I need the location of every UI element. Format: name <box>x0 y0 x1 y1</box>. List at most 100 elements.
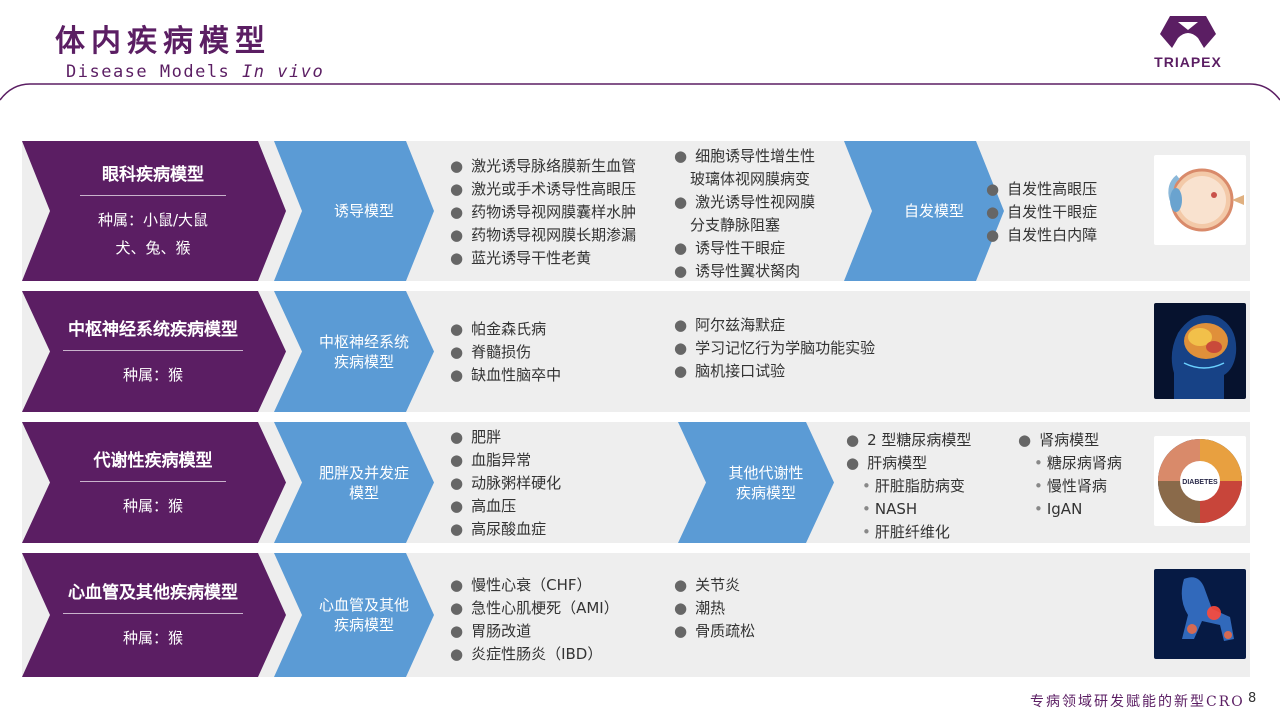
list-subitem: •NASH <box>862 500 918 518</box>
model-label-line: 肥胖及并发症 <box>318 463 409 482</box>
list-item: ●动脉粥样硬化 <box>450 474 562 492</box>
model-list: ●慢性心衰（CHF） ●急性心肌梗死（AMI） ●胃肠改道 ●炎症性肠炎（IBD… <box>450 574 619 666</box>
model-label: 中枢神经系统 疾病模型 <box>294 291 434 412</box>
model-label-line: 模型 <box>348 483 379 502</box>
model-label-line: 中枢神经系统 <box>318 332 409 351</box>
list-item: ●关节炎 <box>674 576 741 594</box>
model-label: 自发模型 <box>903 202 964 220</box>
list-item: ●细胞诱导性增生性 <box>674 147 816 165</box>
model-label-line: 疾病模型 <box>333 616 394 634</box>
list-item: ●自发性干眼症 <box>986 203 1098 221</box>
list-item: ●高尿酸血症 <box>450 520 547 538</box>
model-list: ●帕金森氏病 ●脊髓损伤 ●缺血性脑卒中 <box>450 318 561 387</box>
model-chevron <box>274 141 434 281</box>
model-label: 心血管及其他 疾病模型 <box>294 553 434 677</box>
model-chevron <box>274 553 434 677</box>
list-item: ●胃肠改道 <box>450 622 532 640</box>
category-block: 心血管及其他疾病模型 种属：猴 <box>22 553 284 677</box>
category-chevron <box>22 291 286 412</box>
list-item: ●自发性白内障 <box>986 226 1098 244</box>
model-chevron <box>274 422 434 543</box>
diabetes-label: DIABETES <box>1182 479 1218 486</box>
list-subitem: •慢性肾病 <box>1034 477 1107 495</box>
model-list: ●关节炎 ●潮热 ●骨质疏松 <box>674 574 755 643</box>
list-item: 分支静脉阻塞 <box>690 216 781 234</box>
category-chevron <box>22 422 286 543</box>
row-cardiovascular: 心血管及其他疾病模型 种属：猴 心血管及其他 疾病模型 ●慢性心衰（CHF） ●… <box>22 553 1250 677</box>
eye-anatomy-image <box>1154 155 1246 245</box>
category-species: 种属：猴 <box>122 629 183 647</box>
model-chevron <box>844 141 1004 281</box>
list-item: ●激光诱导性视网膜 <box>674 193 816 211</box>
model-list: ●肥胖 ●血脂异常 ●动脉粥样硬化 ●高血压 ●高尿酸血症 <box>450 426 561 541</box>
category-title: 代谢性疾病模型 <box>80 446 226 482</box>
logo-text: TRIAPEX <box>1154 54 1222 70</box>
list-subitem: •糖尿病肾病 <box>1034 454 1122 472</box>
model-chevron <box>274 291 434 412</box>
model-label: 肥胖及并发症 模型 <box>294 422 434 543</box>
category-species: 种属：猴 <box>122 365 183 384</box>
model-label-line: 其他代谢性 <box>728 463 804 482</box>
brain-image <box>1154 303 1246 399</box>
list-item: ●诱导性翼状胬肉 <box>674 262 801 280</box>
footer-tagline: 专病领域研发赋能的新型CRO <box>1030 694 1245 710</box>
header-divider <box>0 83 1280 101</box>
list-item: ●高血压 <box>450 497 517 515</box>
model-label-line: 疾病模型 <box>333 352 394 371</box>
category-species: 种属：猴 <box>122 496 183 515</box>
model-label: 诱导模型 <box>333 202 394 220</box>
list-item: ●骨质疏松 <box>674 622 756 640</box>
list-subitem: •肝脏纤维化 <box>862 523 950 541</box>
page-title: 体内疾病模型 <box>55 24 271 59</box>
model-label: 其他代谢性 疾病模型 <box>698 422 834 543</box>
list-item: ●肝病模型 <box>846 454 928 472</box>
list-item: ●2 型糖尿病模型 <box>846 431 972 449</box>
category-block: 代谢性疾病模型 种属：猴 <box>22 422 284 543</box>
list-item: ●脑机接口试验 <box>674 362 786 380</box>
list-item: 玻璃体视网膜病变 <box>690 170 811 188</box>
page-number: 8 <box>1248 691 1257 706</box>
model-list: ●自发性高眼压 ●自发性干眼症 ●自发性白内障 <box>986 178 1097 247</box>
category-chevron <box>22 141 286 281</box>
model-chevron <box>678 422 834 543</box>
list-item: ●学习记忆行为学脑功能实验 <box>674 339 876 357</box>
category-title: 中枢神经系统疾病模型 <box>63 315 243 351</box>
list-item: ●慢性心衰（CHF） <box>450 576 592 594</box>
list-item: ●药物诱导视网膜囊样水肿 <box>450 203 637 221</box>
list-item: ●血脂异常 <box>450 451 532 469</box>
diabetes-image: DIABETES <box>1154 436 1246 526</box>
list-item: ●急性心肌梗死（AMI） <box>450 599 619 617</box>
category-title: 眼科疾病模型 <box>80 160 226 196</box>
model-label-line: 心血管及其他 <box>318 596 409 614</box>
page-subtitle: Disease Models In vivo <box>66 62 324 82</box>
list-item: ●缺血性脑卒中 <box>450 366 562 384</box>
category-title: 心血管及其他疾病模型 <box>63 578 243 614</box>
model-list: ●激光诱导脉络膜新生血管 ●激光或手术诱导性高眼压 ●药物诱导视网膜囊样水肿 ●… <box>450 155 636 270</box>
list-item: ●肾病模型 <box>1018 431 1100 449</box>
category-block: 中枢神经系统疾病模型 种属：猴 <box>22 291 284 412</box>
model-list: ●肾病模型 •糖尿病肾病 •慢性肾病 •IgAN <box>1018 429 1122 521</box>
list-item: ●肥胖 <box>450 428 502 446</box>
species-line: 种属：小鼠/大鼠 <box>97 211 209 229</box>
list-item: ●脊髓损伤 <box>450 343 532 361</box>
list-item: ●诱导性干眼症 <box>674 239 786 257</box>
list-item: ●药物诱导视网膜长期渗漏 <box>450 226 637 244</box>
subtitle-main: Disease Models <box>66 62 243 82</box>
list-subitem: •IgAN <box>1034 500 1083 518</box>
list-item: ●蓝光诱导干性老黄 <box>450 249 592 267</box>
row-ophthalmology: 眼科疾病模型 种属：小鼠/大鼠 犬、兔、猴 诱导模型 ●激光诱导脉络膜新生血管 … <box>22 141 1250 281</box>
category-species: 种属：小鼠/大鼠 犬、兔、猴 <box>98 206 208 262</box>
list-item: ●阿尔兹海默症 <box>674 316 786 334</box>
list-item: ●激光或手术诱导性高眼压 <box>450 180 637 198</box>
subtitle-italic: In vivo <box>242 62 325 82</box>
model-list: ●2 型糖尿病模型 ●肝病模型 •肝脏脂肪病变 •NASH •肝脏纤维化 <box>846 429 971 544</box>
row-metabolic: 代谢性疾病模型 种属：猴 肥胖及并发症 模型 ●肥胖 ●血脂异常 ●动脉粥样硬化… <box>22 422 1250 543</box>
list-item: ●自发性高眼压 <box>986 180 1098 198</box>
model-list: ●细胞诱导性增生性 玻璃体视网膜病变 ●激光诱导性视网膜 分支静脉阻塞 ●诱导性… <box>674 145 815 283</box>
list-item: ●帕金森氏病 <box>450 320 547 338</box>
joint-pain-image <box>1154 569 1246 659</box>
list-item: ●潮热 <box>674 599 726 617</box>
model-label-line: 疾病模型 <box>735 483 796 502</box>
species-line: 犬、兔、猴 <box>115 239 191 257</box>
logo-mark-icon <box>1160 16 1216 48</box>
